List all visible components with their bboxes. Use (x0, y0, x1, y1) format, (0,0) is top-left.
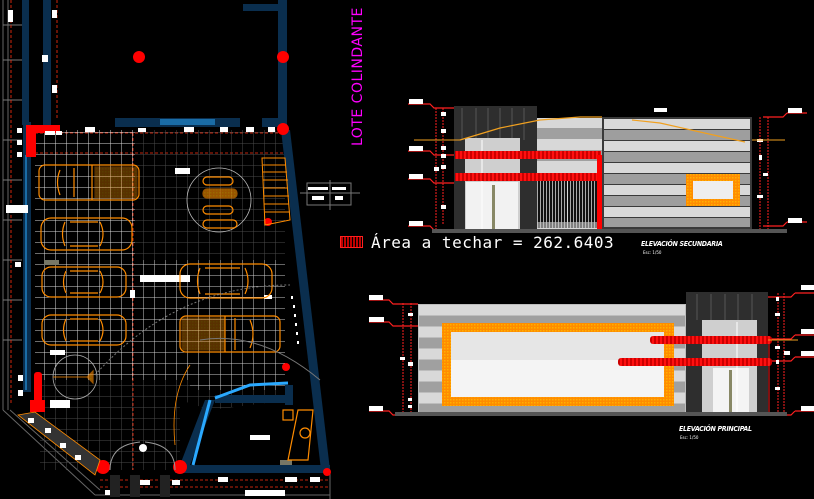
dimension-tags (6, 10, 320, 496)
roof-area-text: Área a techar = 262.6403 (371, 232, 615, 252)
roof-area-legend: Área a techar = 262.6403 (340, 232, 614, 252)
section-marker (300, 180, 360, 210)
window-glazing (25, 119, 215, 390)
panel-cladding-right (602, 117, 752, 229)
glass-wall (214, 381, 289, 400)
sedan-3 (41, 314, 127, 346)
elevation-secondary-scale: Esc: 1/50 (643, 250, 662, 255)
motorcycle-area (186, 167, 252, 233)
canopy-lower (455, 173, 601, 181)
vehicles (38, 164, 314, 461)
ground-line (395, 412, 787, 416)
neighbor-lot-label: LOTE COLINDANTE (350, 7, 366, 146)
red-hatch-swatch-icon (340, 236, 363, 248)
window-glass (693, 181, 733, 199)
ramp-stairs (261, 157, 291, 226)
canopy-lower (618, 358, 772, 366)
stair-markers (291, 296, 299, 344)
door-swings (94, 284, 321, 471)
sedan-4 (179, 263, 273, 299)
column (133, 51, 145, 63)
canopy-upper (455, 151, 601, 159)
entrance-stripes (110, 475, 170, 497)
motorcycle-2 (52, 354, 98, 400)
sedan-2 (41, 266, 127, 298)
column (277, 51, 289, 63)
column (277, 123, 289, 135)
elevation-principal-title: ELEVACIÓN PRINCIPAL (679, 425, 752, 433)
elevation-principal (369, 285, 814, 416)
pickup-truck-1 (38, 164, 140, 201)
garage-door-2 (568, 181, 597, 228)
elevation-principal-scale: Esc: 1/50 (680, 435, 699, 440)
door-handle (729, 370, 732, 412)
canopy-upper (650, 336, 772, 344)
walls (22, 0, 330, 473)
elevation-secondary (408, 99, 807, 233)
floor-plan (2, 0, 360, 499)
sedan-1 (40, 217, 133, 251)
door-handle (492, 185, 495, 231)
elevation-secondary-title: ELEVACIÓN SECUNDARIA (641, 240, 723, 248)
office-furniture (282, 409, 314, 461)
ground-line (432, 229, 787, 233)
pickup-truck-2 (179, 315, 281, 353)
garage-door-1 (537, 181, 567, 228)
roof-slope-line (459, 116, 602, 141)
